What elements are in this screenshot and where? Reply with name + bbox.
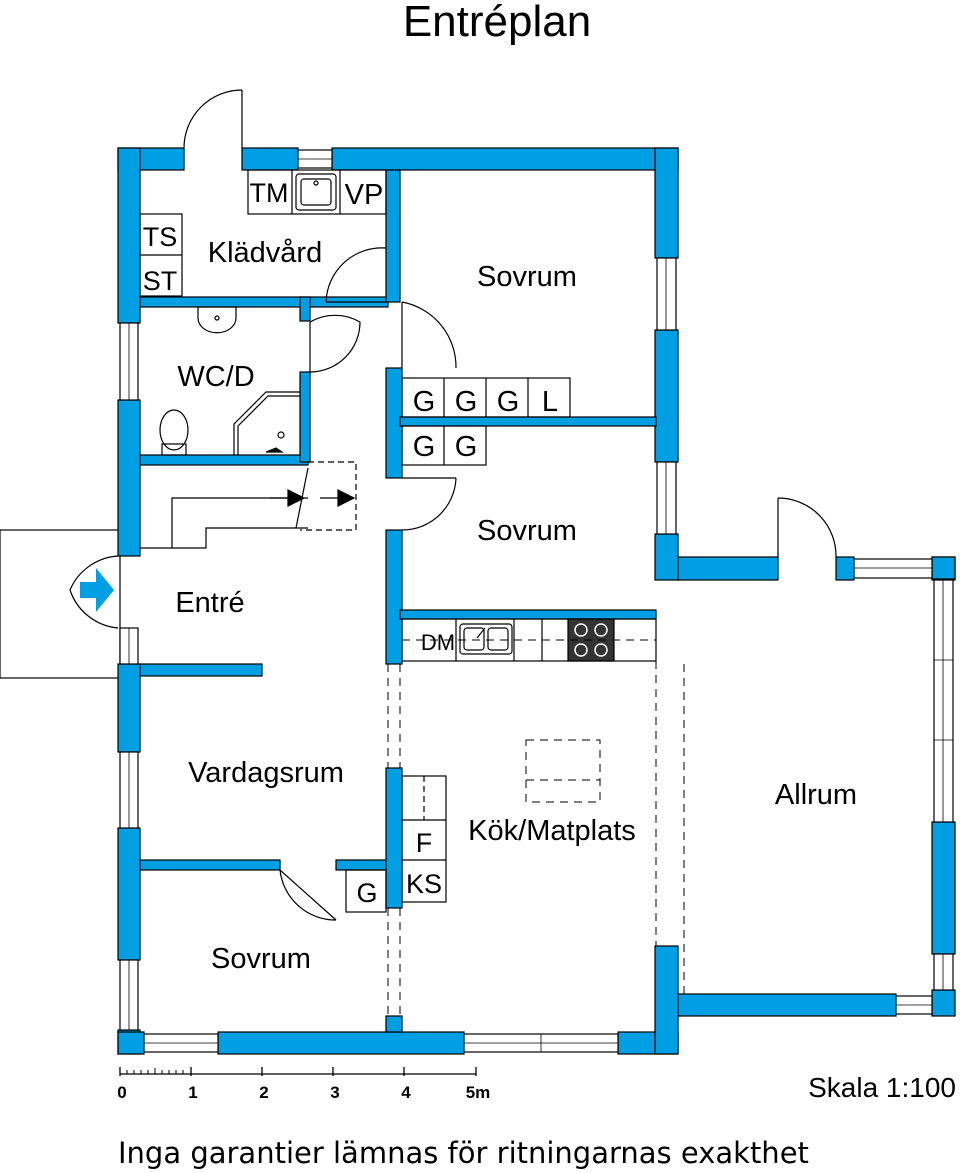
- scale-tick-label: 0: [117, 1083, 126, 1102]
- fixture-label-l: L: [542, 386, 558, 418]
- room-label-vardagsrum: Vardagsrum: [188, 757, 344, 789]
- fixture-labels: TM VP TS ST G G G L G G DM F KS G: [143, 178, 558, 908]
- entrance-terrace: [0, 529, 121, 679]
- disclaimer: Inga garantier lämnas för ritningarnas e…: [118, 1136, 809, 1170]
- scale-tick-label: 1: [188, 1083, 197, 1102]
- room-label-kladvard: Klädvård: [208, 237, 322, 269]
- room-label-sovrum-bottom: Sovrum: [211, 943, 311, 975]
- room-label-kok: Kök/Matplats: [468, 815, 636, 847]
- fixture-label-ks: KS: [406, 869, 442, 899]
- fixture-label-vp: VP: [345, 179, 384, 211]
- fixture-label-g5: G: [455, 431, 478, 463]
- stove-icon: [574, 623, 608, 657]
- scale-ticks: 0 1 2 3 4 5m: [117, 1083, 490, 1102]
- scale-tick-label: 3: [330, 1083, 339, 1102]
- room-label-allrum: Allrum: [775, 779, 857, 811]
- fixture-label-g6: G: [356, 878, 377, 908]
- room-label-sovrum-top: Sovrum: [477, 261, 577, 293]
- stairs: [140, 461, 357, 549]
- fixture-label-tm: TM: [250, 178, 289, 208]
- fixture-label-g4: G: [413, 431, 436, 463]
- walls: [117, 147, 956, 1055]
- scale-tick-label: 2: [259, 1083, 268, 1102]
- scale-label: Skala 1:100: [808, 1072, 956, 1103]
- scale-tick-label: 5m: [466, 1083, 491, 1102]
- room-label-entre: Entré: [175, 587, 244, 619]
- scale-bar: [119, 1067, 477, 1076]
- room-label-sovrum-mid: Sovrum: [477, 515, 577, 547]
- doors: [69, 89, 837, 921]
- fixture-label-st: ST: [143, 266, 178, 296]
- scale-tick-label: 4: [401, 1083, 411, 1102]
- fixture-label-f: F: [416, 828, 433, 858]
- fixture-label-g2: G: [455, 386, 478, 418]
- plan-title: Entréplan: [403, 0, 591, 46]
- fixture-label-g3: G: [497, 386, 520, 418]
- fixture-label-ts: TS: [143, 222, 178, 252]
- fixture-label-g1: G: [413, 386, 436, 418]
- room-labels: Klädvård WC/D Sovrum Sovrum Entré Vardag…: [175, 237, 857, 975]
- fixture-label-dm: DM: [421, 630, 455, 655]
- dashed-lines: [387, 639, 685, 1016]
- room-label-wc: WC/D: [177, 361, 254, 393]
- entrance-arrow-icon: [80, 568, 114, 612]
